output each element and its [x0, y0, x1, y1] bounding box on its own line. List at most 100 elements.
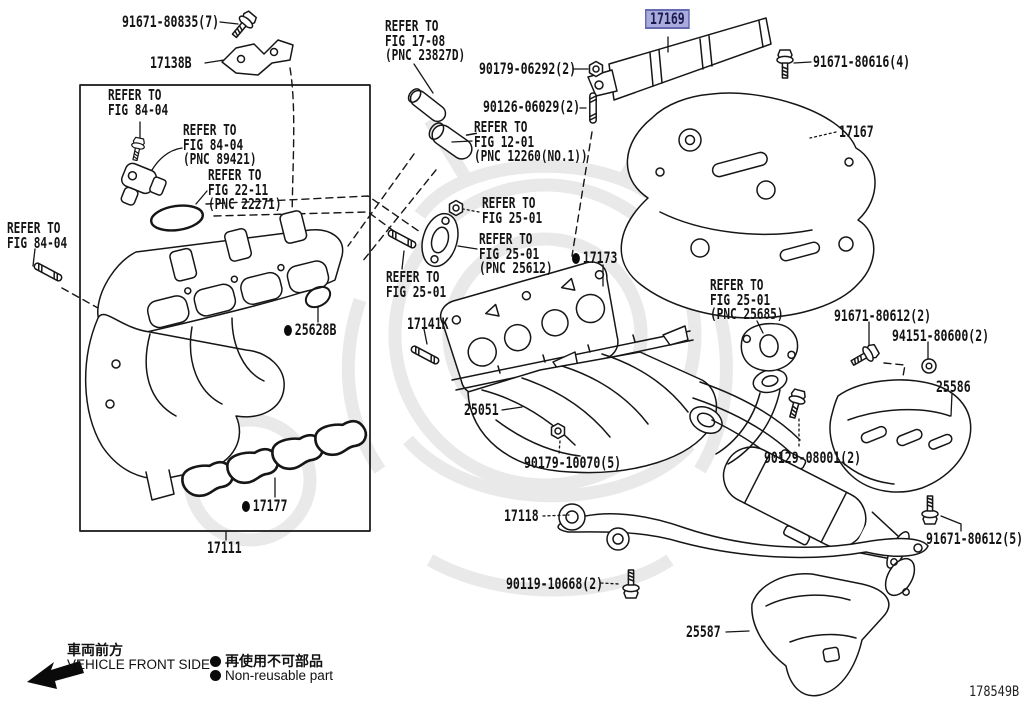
bolt-icon [776, 49, 794, 79]
bolt-icon [783, 387, 809, 421]
ref-line: REFER TO [386, 268, 440, 286]
part-label-17169-highlighted[interactable]: 17169 [645, 9, 690, 29]
part-label-17141k[interactable]: 17141K [407, 314, 449, 333]
drawing-code: 178549B [969, 684, 1020, 700]
vehicle-front-arrow-icon [27, 661, 84, 689]
ref-line: REFER TO [183, 121, 237, 139]
legend-front-side-jp: 車両前方 [67, 643, 123, 659]
ref-line: REFER TO [385, 17, 439, 35]
ref-line: REFER TO [482, 194, 536, 212]
part-label-91671-80612-5[interactable]: 91671-80612(5) [926, 529, 1024, 548]
part-label-90179-06292[interactable]: 90179-06292(2) [479, 59, 577, 78]
ref-line: FIG 25-01 [386, 282, 447, 301]
leader-lines [32, 21, 962, 633]
part-label-90129-08001[interactable]: 90129-08001(2) [764, 448, 862, 467]
ref-line: REFER TO [710, 276, 764, 294]
part-label-91671-80616[interactable]: 91671-80616(4) [813, 52, 911, 71]
non-reusable-dot-icon [284, 325, 292, 336]
stud-icon [409, 344, 441, 366]
part-label-25587[interactable]: 25587 [686, 622, 721, 641]
nut-icon [550, 422, 566, 440]
ref-line: FIG 25-01 [482, 208, 543, 227]
part-label-17177[interactable]: 17177 [242, 496, 288, 515]
legend-front-side-en: VEHICLE FRONT SIDE [67, 657, 211, 672]
ref-line: (PNC 25685) [710, 305, 784, 323]
part-label-25051[interactable]: 25051 [464, 400, 499, 419]
ref-note-fig-25-01-nut: REFER TO FIG 25-01 [482, 196, 542, 225]
legend-text: Non-reusable part [225, 668, 334, 683]
ref-line: FIG 25-01 [479, 244, 540, 263]
part-label-17167[interactable]: 17167 [839, 122, 874, 141]
insulator-17169-drawing [587, 17, 772, 101]
part-label-17173[interactable]: 17173 [572, 250, 617, 266]
part-label-90126-06029[interactable]: 90126-06029(2) [483, 97, 581, 116]
ref-note-fig-25-01-pnc25612: REFER TO FIG 25-01 (PNC 25612) [479, 232, 553, 276]
part-label-90179-10070[interactable]: 90179-10070(5) [524, 453, 622, 472]
o-ring-25628b-drawing [304, 285, 332, 309]
part-label-90119-10668[interactable]: 90119-10668(2) [506, 574, 604, 593]
ref-line: FIG 25-01 [710, 290, 771, 309]
ref-line: (PNC 22271) [208, 195, 282, 213]
part-number-text: 17177 [252, 496, 288, 515]
ref-line: (PNC 25612) [479, 259, 553, 277]
cam-sensor-drawing [120, 162, 167, 206]
nut-icon [448, 199, 464, 217]
part-label-17118[interactable]: 17118 [504, 506, 539, 525]
ref-line: REFER TO [7, 219, 61, 237]
manifold-gasket-17177-drawing [181, 419, 368, 497]
ref-note-fig-17-08: REFER TO FIG 17-08 (PNC 23827D) [385, 19, 465, 63]
part-label-91671-80612-2[interactable]: 91671-80612(2) [834, 306, 932, 325]
shield-25587-drawing [751, 573, 890, 697]
insulator-17167-drawing [620, 92, 876, 319]
part-label-91671-80835[interactable]: 91671-80835(7) [122, 12, 220, 31]
bolt-icon [921, 495, 939, 525]
non-reusable-dot-icon [572, 253, 580, 264]
pipe-flange-drawing [715, 368, 788, 465]
ref-note-fig-12-01: REFER TO FIG 12-01 (PNC 12260(NO.1)) [474, 120, 588, 164]
bolt-icon [227, 8, 260, 42]
ref-note-fig-25-01-pnc25685: REFER TO FIG 25-01 (PNC 25685) [710, 278, 784, 322]
ref-line: FIG 84-04 [183, 135, 244, 154]
ref-line: FIG 84-04 [7, 233, 68, 252]
bracket-17138b-drawing [221, 39, 294, 76]
ref-note-fig-84-04-pnc89421: REFER TO FIG 84-04 (PNC 89421) [183, 123, 257, 167]
stud-icon [386, 228, 418, 250]
non-reusable-dot-icon [242, 501, 250, 512]
intake-manifold-group-box [79, 84, 371, 532]
ref-note-fig-22-11: REFER TO FIG 22-11 (PNC 22271) [208, 168, 282, 212]
part-number-text: 25628B [294, 320, 337, 339]
ref-line: FIG 84-04 [108, 100, 169, 119]
exhaust-manifold-25051-drawing [467, 351, 723, 474]
part-label-25628b[interactable]: 25628B [284, 320, 337, 339]
legend-non-reusable-en: Non-reusable part [210, 668, 333, 683]
part-label-17111[interactable]: 17111 [207, 538, 242, 557]
stay-17118-drawing [557, 503, 929, 559]
ref-line: FIG 12-01 [474, 132, 535, 151]
ref-line: FIG 22-11 [208, 180, 269, 199]
ref-line: REFER TO [208, 166, 262, 184]
ref-line: REFER TO [479, 230, 533, 248]
bolt-icon [128, 136, 147, 163]
shield-25586-drawing [829, 379, 972, 493]
ref-note-fig-25-01-stud: REFER TO FIG 25-01 [386, 270, 446, 299]
part-label-25586[interactable]: 25586 [936, 377, 971, 396]
non-reusable-dot-icon [210, 670, 221, 681]
dotted-leader-lines [462, 131, 837, 585]
flange-25685-drawing [740, 322, 799, 372]
ref-line: (PNC 12260(NO.1)) [474, 147, 588, 165]
ref-line: (PNC 23827D) [385, 46, 466, 64]
nut-icon [588, 60, 604, 78]
ref-line: REFER TO [474, 118, 528, 136]
ref-note-fig-84-04-left: REFER TO FIG 84-04 [7, 221, 67, 250]
ref-note-fig-84-04-box: REFER TO FIG 84-04 [108, 88, 168, 117]
ref-line: (PNC 89421) [183, 150, 257, 168]
stud-icon [32, 261, 64, 283]
part-label-17138b[interactable]: 17138B [150, 53, 192, 72]
part-label-94151-80600[interactable]: 94151-80600(2) [892, 326, 990, 345]
washer-icon [921, 358, 937, 374]
legend-non-reusable-jp: 再使用不可部品 [210, 651, 323, 671]
non-reusable-dot-icon [210, 656, 221, 667]
stud-icon [589, 92, 597, 124]
